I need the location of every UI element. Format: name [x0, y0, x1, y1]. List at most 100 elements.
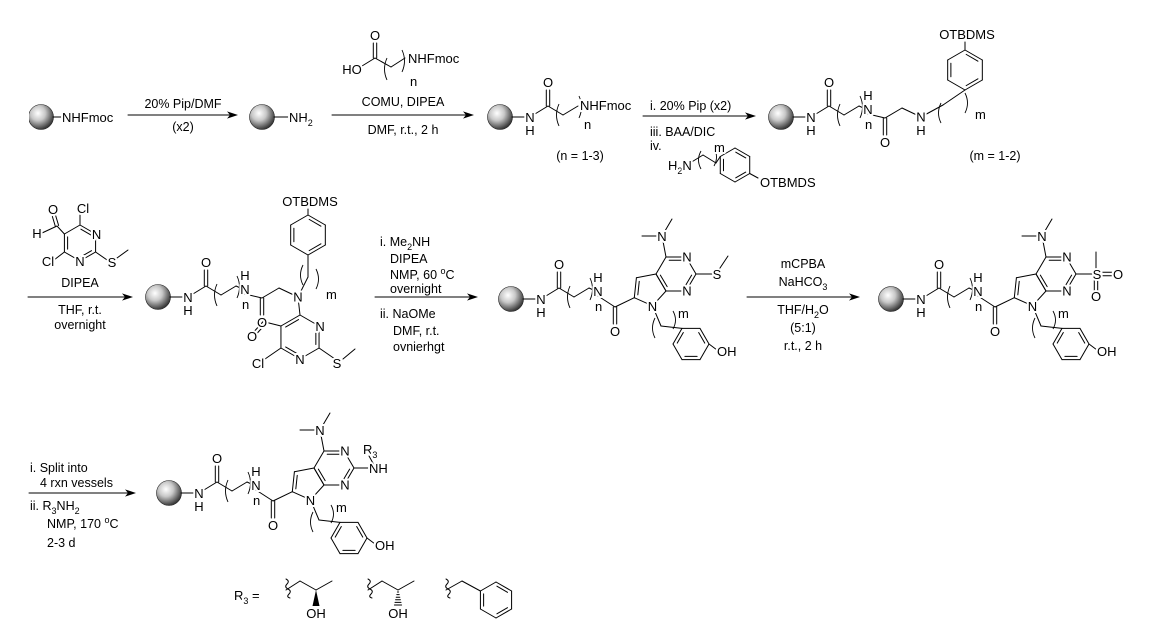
r3-label: R3 [363, 442, 377, 460]
repeat-index-m: m [678, 306, 689, 321]
atom-label: NH [369, 461, 388, 476]
atom-label: H [593, 270, 602, 285]
condition-text: i. 20% Pip (x2) [650, 99, 731, 113]
atom-label: O [48, 202, 58, 217]
text-segment: O [212, 451, 222, 466]
text-segment: N [194, 486, 203, 501]
text-segment: N [682, 250, 691, 265]
benzene-ring [719, 173, 736, 183]
open-parenthesis [652, 317, 656, 339]
pyrimidine-ring [1065, 273, 1077, 292]
arrow-head [227, 111, 238, 119]
benzene-ring [479, 608, 497, 619]
text-segment: iv. [650, 139, 662, 153]
text-segment: N [340, 444, 349, 459]
text-segment: (5:1) [790, 321, 816, 335]
text-segment: DIPEA [61, 276, 99, 290]
atom-label: O [268, 518, 278, 533]
phenol-ring-double [356, 526, 364, 538]
pyrimidine-ring [280, 347, 301, 360]
phenol-ring-double [698, 332, 706, 344]
subscript: 3 [52, 506, 57, 516]
condition-text: overnight [54, 318, 106, 332]
text-segment: N [525, 110, 534, 125]
text-segment: NH [369, 461, 388, 476]
single-bond [858, 105, 869, 111]
benzene-ring [964, 49, 983, 61]
text-segment: N [75, 254, 84, 269]
text-segment: N [593, 284, 602, 299]
text-segment: N [240, 282, 249, 297]
resin-bead [878, 286, 904, 312]
single-bond [529, 105, 549, 118]
condition-text: (5:1) [790, 321, 816, 335]
phenol-ring [330, 537, 341, 555]
atom-label: H [806, 123, 815, 138]
single-bond [1040, 325, 1063, 329]
text-segment: m [326, 287, 337, 302]
atom-label: H [916, 305, 925, 320]
atom-label: O [201, 255, 211, 270]
text-segment: HO [342, 62, 362, 77]
text-segment: r.t., 2 h [784, 339, 822, 353]
pyrimidine-ring-double [1039, 274, 1048, 288]
condition-text: ii. NaOMe [380, 307, 436, 321]
benzene-ring-double [965, 53, 979, 62]
atom-label: S [713, 267, 722, 282]
pyrrole-ring-double [295, 474, 298, 490]
atom-label: N [315, 319, 324, 334]
condition-text: DIPEA [390, 252, 428, 266]
single-bond [244, 293, 263, 299]
atom-label: N [183, 290, 192, 305]
phenol-ring [1079, 327, 1090, 345]
open-parenthesis [384, 57, 388, 81]
close-parenthesis [330, 504, 334, 524]
single-bond [220, 285, 237, 296]
single-bond [374, 57, 392, 68]
open-parenthesis [1032, 317, 1036, 339]
pyrimidine-ring-double [659, 274, 668, 288]
single-bond [661, 235, 667, 258]
text-segment: N [92, 227, 101, 242]
text-segment: N [648, 299, 657, 314]
text-segment: OH [306, 606, 326, 621]
single-bond [264, 347, 282, 360]
close-parenthesis [713, 147, 717, 167]
text-segment: O [824, 75, 834, 90]
open-parenthesis [214, 283, 218, 307]
bonds-layer [27, 41, 1114, 619]
condition-text: NMP, 170 oC [47, 515, 119, 531]
amine-label: H2N [668, 158, 692, 176]
subscript: 2 [75, 506, 80, 516]
single-bond [828, 105, 845, 116]
atom-label: OH [1097, 344, 1117, 359]
single-bond [749, 173, 759, 179]
single-bond [573, 287, 590, 298]
close-parenthesis [969, 277, 973, 301]
single-bond [285, 580, 301, 591]
text-segment: i. 20% Pip (x2) [650, 99, 731, 113]
atom-label: O [247, 329, 257, 344]
single-bond [901, 107, 922, 118]
single-bond [187, 285, 207, 298]
atom-label: H [251, 464, 260, 479]
text-segment: H [536, 305, 545, 320]
text-segment: THF, r.t. [58, 303, 102, 317]
arrow-head [125, 489, 136, 497]
atom-label: N [593, 284, 602, 299]
single-bond [977, 295, 996, 308]
single-bond [597, 295, 616, 308]
single-bond [708, 343, 718, 351]
pyrimidine-ring [79, 224, 97, 235]
single-bond [255, 489, 274, 502]
text-segment: N [536, 292, 545, 307]
phenol-ring-double [334, 526, 342, 538]
atom-label: H [525, 123, 534, 138]
repeat-index-n: n [865, 117, 872, 132]
subscript: 2 [407, 242, 412, 252]
pyrrole-ring [291, 471, 295, 493]
single-bond [702, 154, 717, 164]
single-bond [1041, 218, 1053, 237]
amine-label: NH2 [289, 110, 313, 128]
